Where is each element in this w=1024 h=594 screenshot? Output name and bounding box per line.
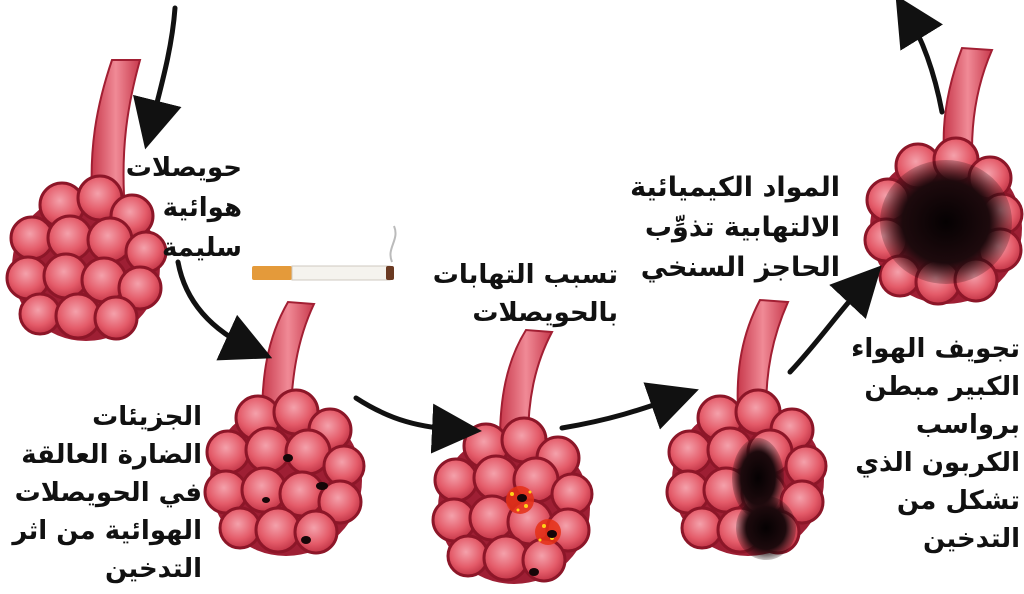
label-line: الجزيئات <box>12 398 202 436</box>
arrow-2 <box>178 262 254 350</box>
bronchiole-tube <box>944 48 992 150</box>
label-line: حويصلات <box>126 148 242 188</box>
label-line: الكربون الذي <box>851 444 1020 482</box>
label-line: الحاجز السنخي <box>630 248 840 288</box>
label-inflammation: تسبب التهابات بالحويصلات <box>433 256 618 332</box>
alveolus-inflamed <box>433 330 592 584</box>
label-line: برواسب <box>851 406 1020 444</box>
carbon-cavity <box>880 160 1012 284</box>
label-line: الكبير مبطن <box>851 368 1020 406</box>
label-cavity: تجويف الهواء الكبير مبطن برواسب الكربون … <box>851 330 1020 558</box>
alveolus-particles <box>205 302 364 556</box>
label-line: تشكل من <box>851 482 1020 520</box>
label-line: تجويف الهواء <box>851 330 1020 368</box>
label-line: الهوائية من اثر <box>12 512 202 550</box>
arrow-3 <box>356 398 462 430</box>
label-chemicals: المواد الكيميائية الالتهابية تذوِّب الحا… <box>630 168 840 288</box>
label-line: التدخين <box>851 520 1020 558</box>
alveolar-sac <box>205 390 364 556</box>
label-line: في الحويصلات <box>12 474 202 512</box>
cigarette-icon <box>252 226 396 280</box>
arrow-6 <box>906 12 942 112</box>
label-line: الالتهابية تذوِّب <box>630 208 840 248</box>
label-particles: الجزيئات الضارة العالقة في الحويصلات اله… <box>12 398 202 588</box>
arrow-4 <box>562 396 680 428</box>
label-line: هوائية <box>126 188 242 228</box>
arrow-1 <box>150 8 175 130</box>
alveolus-cavity <box>865 48 1022 304</box>
alveolar-sac <box>433 418 592 584</box>
label-line: سليمة <box>126 228 242 268</box>
label-line: بالحويصلات <box>433 294 618 332</box>
alveolar-sac <box>667 390 826 560</box>
smoke-wisp <box>390 226 395 262</box>
label-line: التدخين <box>12 550 202 588</box>
label-line: الضارة العالقة <box>12 436 202 474</box>
label-line: المواد الكيميائية <box>630 168 840 208</box>
label-healthy: حويصلات هوائية سليمة <box>126 148 242 268</box>
label-line: تسبب التهابات <box>433 256 618 294</box>
alveolus-damaged <box>667 300 826 560</box>
alveolar-sac <box>865 138 1022 304</box>
